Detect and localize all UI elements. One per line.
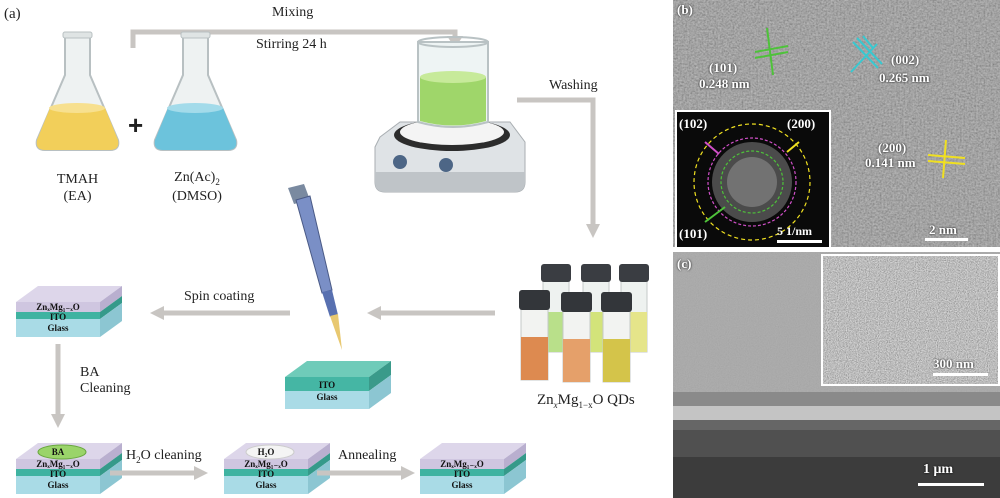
glass-layer-label: Glass — [255, 480, 277, 490]
panel-c-label: (c) — [677, 256, 692, 271]
droplet-ba-label: BA — [51, 447, 65, 457]
qd-vials — [519, 264, 649, 383]
ito-layer-label: ITO — [49, 469, 67, 479]
spin-coating-arrow — [150, 306, 290, 320]
fringe-101-spacing: 0.248 nm — [699, 76, 750, 91]
zinc-acetate-flask — [153, 31, 238, 151]
ito-glass-substrate — [285, 361, 391, 409]
annealing-label: Annealing — [338, 448, 397, 463]
glass-label: Glass — [316, 392, 338, 402]
sem-scale-bar — [918, 483, 984, 486]
spin-coating-label: Spin coating — [184, 289, 255, 304]
ba-label: BA — [80, 365, 100, 380]
fft-scale-label: 5 1/nm — [777, 224, 813, 238]
mixing-label: Mixing — [272, 5, 314, 20]
inset-scale-label: 300 nm — [933, 356, 974, 371]
panel-b-label: (b) — [677, 2, 693, 17]
plus-sign: + — [128, 110, 144, 140]
vials-to-pipette-arrow — [367, 306, 495, 320]
fringe-200-plane: (200) — [878, 140, 907, 155]
glass-layer-label: Glass — [47, 480, 69, 490]
scale-bar — [925, 238, 968, 241]
qds-label: ZnxMg1−xO QDs — [537, 392, 635, 410]
pipette — [288, 184, 342, 350]
fft-ring-101: (101) — [679, 226, 708, 241]
washing-label: Washing — [549, 78, 598, 93]
fft-ring-200: (200) — [787, 116, 816, 131]
film-layer-label: ZnₓMg₁₋ₓO — [244, 459, 288, 469]
reagent2-formula: Zn(Ac) — [174, 170, 216, 185]
reagent2-name: Zn(Ac)2 — [162, 170, 232, 187]
stirring-label: Stirring 24 h — [256, 37, 327, 52]
ito-layer-label: ITO — [257, 469, 275, 479]
qds-zn: Zn — [537, 392, 554, 408]
washing-arrow — [517, 97, 600, 238]
reagent2-subscript: 2 — [215, 176, 220, 187]
fft-ring-102: (102) — [679, 116, 708, 131]
fringe-002-plane: (002) — [891, 52, 920, 67]
cleaning-label: Cleaning — [80, 381, 131, 396]
tmah-flask — [35, 31, 120, 151]
h2o-cleaning-arrow — [110, 466, 208, 480]
fringe-200-spacing: 0.141 nm — [865, 155, 916, 170]
reagent2-solvent: (DMSO) — [172, 189, 222, 204]
glass-layer-label: Glass — [451, 480, 473, 490]
inset-scale-bar — [933, 373, 988, 376]
film-layer-label: ZnₓMg₁₋ₓO — [36, 302, 80, 312]
fft-scale-bar — [777, 240, 822, 243]
qds-x: x — [553, 400, 558, 410]
ito-label: ITO — [318, 380, 336, 390]
sem-top-view-inset: 300 nm — [821, 254, 1000, 386]
qds-o: O QDs — [592, 392, 635, 408]
qds-sub: 1−x — [578, 400, 593, 410]
sem-scale-label: 1 μm — [923, 462, 954, 477]
hrtem-image: (b) (101) 0.248 nm (002) 0.265 nm (200) … — [673, 0, 1000, 247]
ba-cleaning-arrow — [51, 344, 65, 428]
h2o-cleaning-label: H2O cleaning — [126, 448, 202, 465]
film-layer-label: ZnₓMg₁₋ₓO — [440, 459, 484, 469]
fringe-002-spacing: 0.265 nm — [879, 70, 930, 85]
scale-label: 2 nm — [929, 222, 957, 237]
annealing-arrow — [317, 466, 415, 480]
droplet-h2o-label: H₂O — [257, 447, 275, 457]
qds-mg: Mg — [557, 392, 579, 408]
h2o-sub: 2 — [136, 454, 141, 465]
glass-layer-label: Glass — [47, 323, 69, 333]
h2o-rest: O cleaning — [140, 448, 202, 463]
ito-layer-label: ITO — [49, 312, 67, 322]
film-layer-label: ZnₓMg₁₋ₓO — [36, 459, 80, 469]
panel-a-label: (a) — [4, 6, 21, 22]
h2o-h: H — [126, 448, 137, 463]
fringe-101-plane: (101) — [709, 60, 738, 75]
reagent1-solvent: (EA) — [63, 189, 92, 204]
fft-inset: (102) (200) (101) 5 1/nm — [675, 110, 831, 247]
reagent1-name: TMAH — [56, 172, 99, 187]
sem-cross-section: (c) 1 μm 300 nm — [673, 252, 1000, 498]
ito-layer-label: ITO — [453, 469, 471, 479]
hotplate-stirrer — [374, 36, 526, 193]
